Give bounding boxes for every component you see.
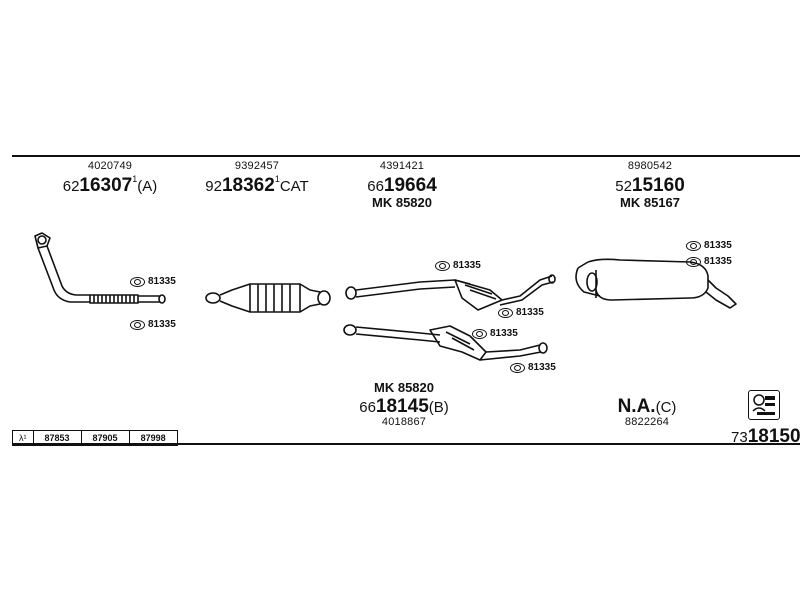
fitting-label: 81335 xyxy=(510,362,556,373)
legend-cell: 87905 xyxy=(82,431,130,445)
part1-number: 62163071(A) xyxy=(62,174,158,196)
bottom-rule xyxy=(12,443,800,445)
catalytic-converter-drawing xyxy=(205,283,331,313)
fitting-label: 81335 xyxy=(686,240,732,251)
clamp-icon xyxy=(686,240,701,251)
middle-pipe-drawing xyxy=(345,274,556,311)
part2-number: 92183621CAT xyxy=(205,174,309,196)
legend-cell: 87853 xyxy=(34,431,82,445)
clamp-icon xyxy=(435,260,450,271)
fitting-label: 81335 xyxy=(130,319,176,330)
part3-mk: MK 85820 xyxy=(372,195,432,210)
legend-cell: 87998 xyxy=(140,433,166,443)
fitting-label: 81335 xyxy=(498,307,544,318)
total-number: 7318150 xyxy=(731,426,800,447)
part4-mk: MK 85167 xyxy=(620,195,680,210)
fitting-label: 81335 xyxy=(472,328,518,339)
fitting-label: 81335 xyxy=(130,276,176,287)
top-rule xyxy=(12,155,800,157)
na-label: N.A.(C) xyxy=(617,396,677,417)
part2-code: 9392457 xyxy=(234,160,280,172)
part4-number: 5215160 xyxy=(615,175,685,196)
clamp-icon xyxy=(130,276,145,287)
lower-pipe-drawing xyxy=(343,324,548,361)
rear-silencer-drawing xyxy=(575,258,737,309)
clamp-icon xyxy=(130,319,145,330)
part4-code: 8980542 xyxy=(627,160,673,172)
part1-code: 4020749 xyxy=(87,160,133,172)
lower-number: 6618145(B) xyxy=(359,396,449,417)
na-code: 8822264 xyxy=(624,416,670,428)
fitting-label: 81335 xyxy=(435,260,481,271)
legend-symbol: λ¹ xyxy=(13,431,34,445)
clamp-icon xyxy=(498,307,513,318)
catalog-icon xyxy=(748,390,780,420)
part3-code: 4391421 xyxy=(379,160,425,172)
lower-mk: MK 85820 xyxy=(374,380,434,395)
lower-code: 4018867 xyxy=(381,416,427,428)
part3-number: 6619664 xyxy=(367,175,437,196)
legend-table: λ¹ 87853 87905 87998 xyxy=(12,430,178,446)
front-pipe-drawing xyxy=(34,232,166,304)
clamp-icon xyxy=(472,328,487,339)
clamp-icon xyxy=(510,362,525,373)
